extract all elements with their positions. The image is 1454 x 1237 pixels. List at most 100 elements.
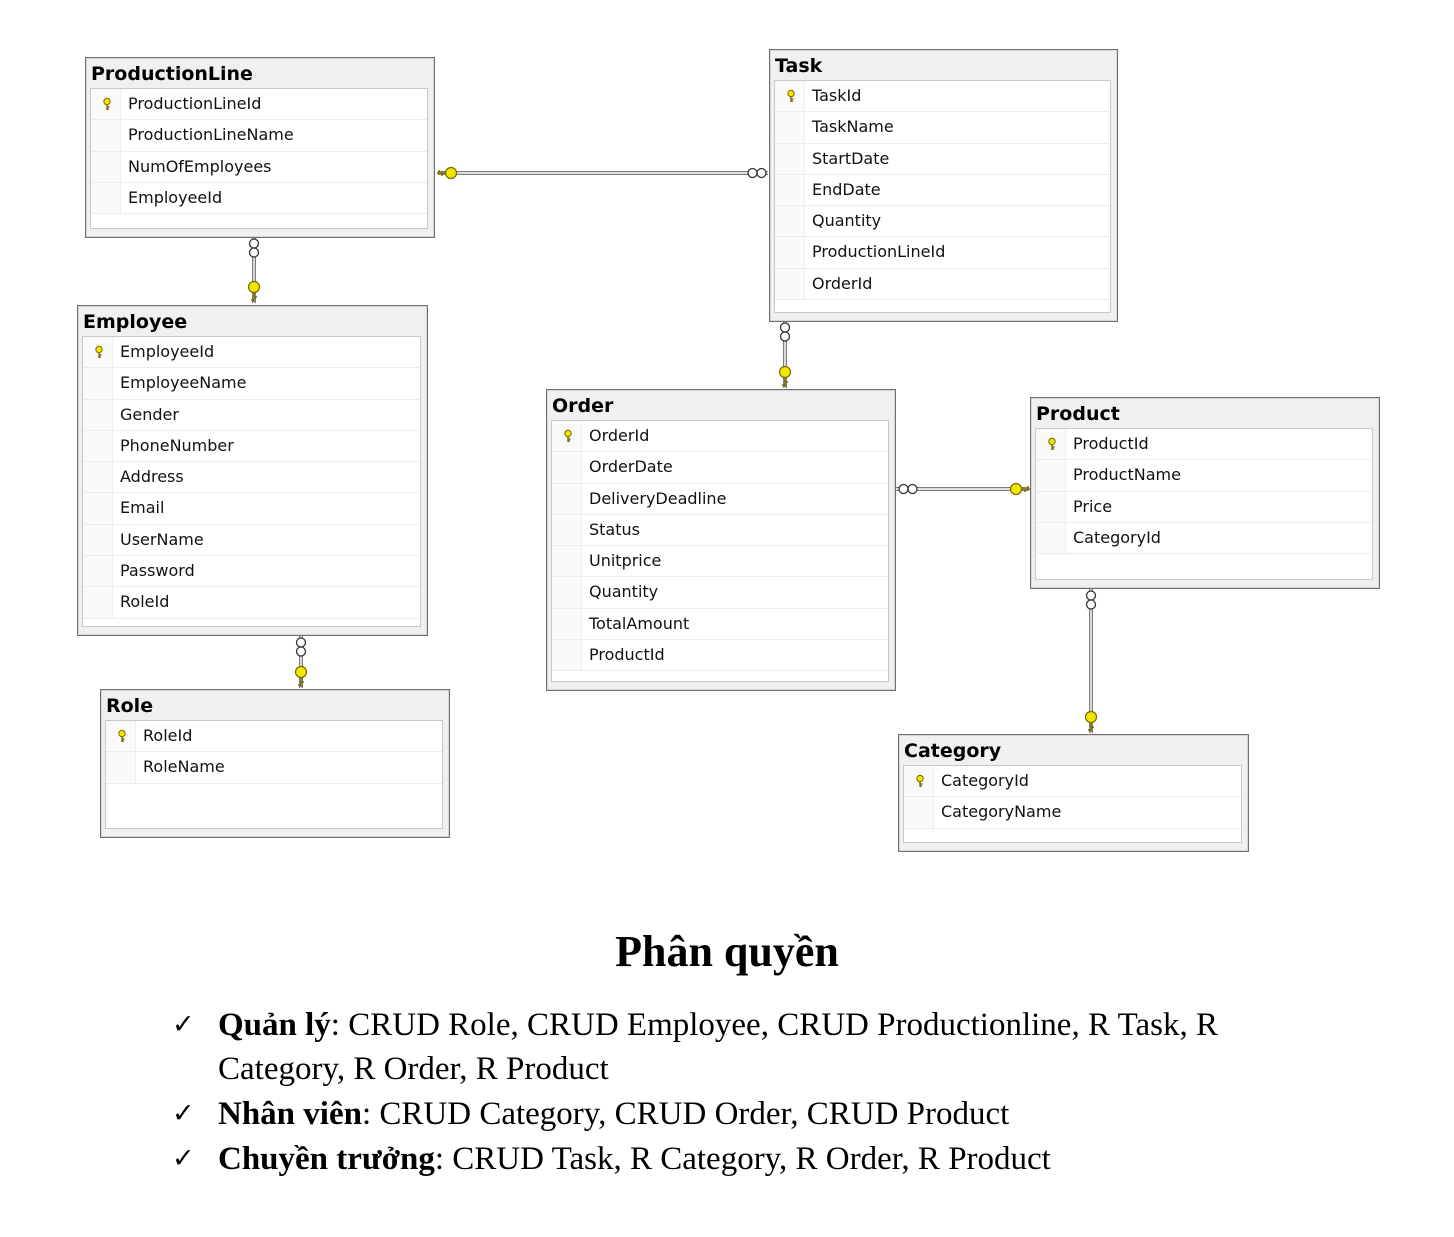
permissions-list: ✓Quản lý: CRUD Role, CRUD Employee, CRUD… [172,1003,1312,1182]
row-selector [83,524,113,556]
checkmark-icon: ✓ [172,1098,195,1129]
one-end-key-icon [1009,482,1030,496]
column-row[interactable]: CategoryId [904,766,1241,798]
column-name: ProductionLineName [128,125,294,145]
permissions-title: Phân quyền [615,927,839,976]
permission-rights: : CRUD Role, CRUD Employee, CRUD Product… [218,1007,1218,1087]
one-end-key-icon [1084,710,1098,732]
column-row[interactable]: CategoryId [1036,522,1372,555]
many-end-icon [248,238,260,258]
row-selector [552,514,582,546]
primary-key-icon [95,345,103,358]
row-selector [552,546,582,577]
column-name: CategoryId [1073,527,1161,547]
column-row[interactable]: EmployeeId [91,182,427,215]
row-selector [552,452,582,483]
column-row[interactable]: ProductName [1036,460,1372,492]
column-name: EmployeeName [120,373,247,393]
column-row[interactable]: RoleName [106,752,442,784]
many-end-icon [295,637,307,657]
row-selector [775,143,805,174]
column-row[interactable]: OrderDate [552,452,888,484]
primary-key-icon [564,429,572,442]
primary-key-icon [118,729,126,742]
row-selector [106,721,136,752]
one-end-key-icon [437,166,458,180]
column-name: TaskName [812,117,894,137]
row-selector [1036,522,1066,554]
column-row[interactable]: Quantity [552,577,888,609]
column-row[interactable]: Gender [83,399,420,431]
one-end-key-icon [247,280,261,302]
row-selector [83,337,113,368]
column-row[interactable]: PhoneNumber [83,430,420,463]
column-row[interactable]: TaskName [775,112,1110,144]
column-row[interactable]: Status [552,514,888,547]
column-row[interactable]: Quantity [775,206,1110,238]
row-selector [1036,491,1066,522]
row-selector [775,206,805,237]
column-row[interactable]: TotalAmount [552,608,888,641]
row-selector [83,587,113,618]
column-row[interactable]: NumOfEmployees [91,151,427,183]
column-row[interactable]: TaskId [775,81,1110,113]
row-selector [83,399,113,430]
primary-key-icon [103,97,111,110]
column-name: OrderId [589,426,650,445]
column-name: EndDate [812,179,881,199]
column-row[interactable]: DeliveryDeadline [552,483,888,515]
row-selector [83,493,113,524]
permission-role: Nhân viên [218,1096,362,1132]
column-row[interactable]: RoleId [106,721,442,753]
row-selector [775,81,805,112]
row-selector [91,89,121,120]
column-row[interactable]: EmployeeId [83,337,420,369]
row-selector [91,182,121,214]
row-selector [775,112,805,143]
table-title: ProductionLine [91,63,253,85]
row-selector [83,462,113,493]
column-row[interactable]: ProductionLineId [775,237,1110,269]
column-name: CategoryId [941,771,1029,790]
column-row[interactable]: EndDate [775,174,1110,207]
column-row[interactable]: StartDate [775,143,1110,175]
column-name: Password [120,561,195,581]
column-name: RoleName [143,757,225,777]
column-row[interactable]: ProductionLineName [91,120,427,152]
column-row[interactable]: EmployeeName [83,368,420,400]
column-row[interactable]: ProductionLineId [91,89,427,121]
primary-key-icon [1048,437,1056,450]
many-end-icon [747,167,767,179]
column-row[interactable]: OrderId [552,421,888,453]
column-row[interactable]: RoleId [83,587,420,619]
column-row[interactable]: Password [83,556,420,588]
column-name: PhoneNumber [120,435,234,455]
row-selector [91,151,121,182]
column-row[interactable]: Price [1036,491,1372,523]
column-row[interactable]: Email [83,493,420,525]
column-row[interactable]: ProductId [552,640,888,672]
column-row[interactable]: OrderId [775,268,1110,301]
row-selector [775,268,805,300]
column-name: ProductName [1073,465,1181,485]
column-row[interactable]: CategoryName [904,797,1241,829]
column-name: ProductionLineId [128,94,262,113]
column-row[interactable]: Address [83,462,420,494]
column-row[interactable]: Unitprice [552,546,888,578]
column-row[interactable]: ProductId [1036,429,1372,461]
row-selector [1036,429,1066,460]
column-name: Price [1073,496,1113,516]
column-name: CategoryName [941,802,1062,822]
column-row[interactable]: UserName [83,524,420,557]
